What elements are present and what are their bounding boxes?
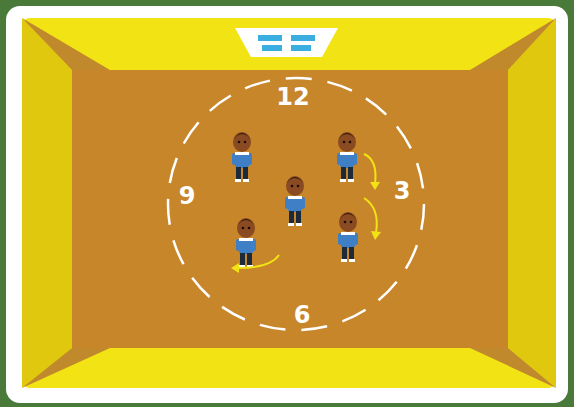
goal <box>235 28 338 57</box>
player <box>337 132 357 182</box>
arrow-head <box>231 263 239 273</box>
goal-net <box>291 45 311 51</box>
goal-net <box>291 35 315 41</box>
corner-shade <box>22 18 110 70</box>
clock-number: 12 <box>276 83 309 111</box>
corner-shade <box>470 18 556 70</box>
player <box>285 176 305 226</box>
clock-number: 3 <box>394 177 411 205</box>
corner-shade <box>22 348 110 388</box>
clock-number: 9 <box>179 182 196 210</box>
dashed-circle <box>168 78 424 330</box>
court-wall <box>22 18 556 388</box>
motion-arrow <box>364 198 377 233</box>
player <box>232 132 252 182</box>
left-wall <box>22 18 72 388</box>
goal-net <box>262 45 282 51</box>
arrow-head <box>371 231 381 240</box>
motion-arrow <box>364 154 376 184</box>
clock-number: 6 <box>294 301 311 329</box>
motion-arrow <box>238 255 279 268</box>
corner-shade <box>470 348 556 388</box>
court-floor <box>72 70 508 348</box>
arrow-head <box>370 182 380 190</box>
player <box>236 218 256 268</box>
goal-net <box>258 35 282 41</box>
player <box>338 212 358 262</box>
frame <box>6 6 568 403</box>
right-wall <box>508 18 556 388</box>
